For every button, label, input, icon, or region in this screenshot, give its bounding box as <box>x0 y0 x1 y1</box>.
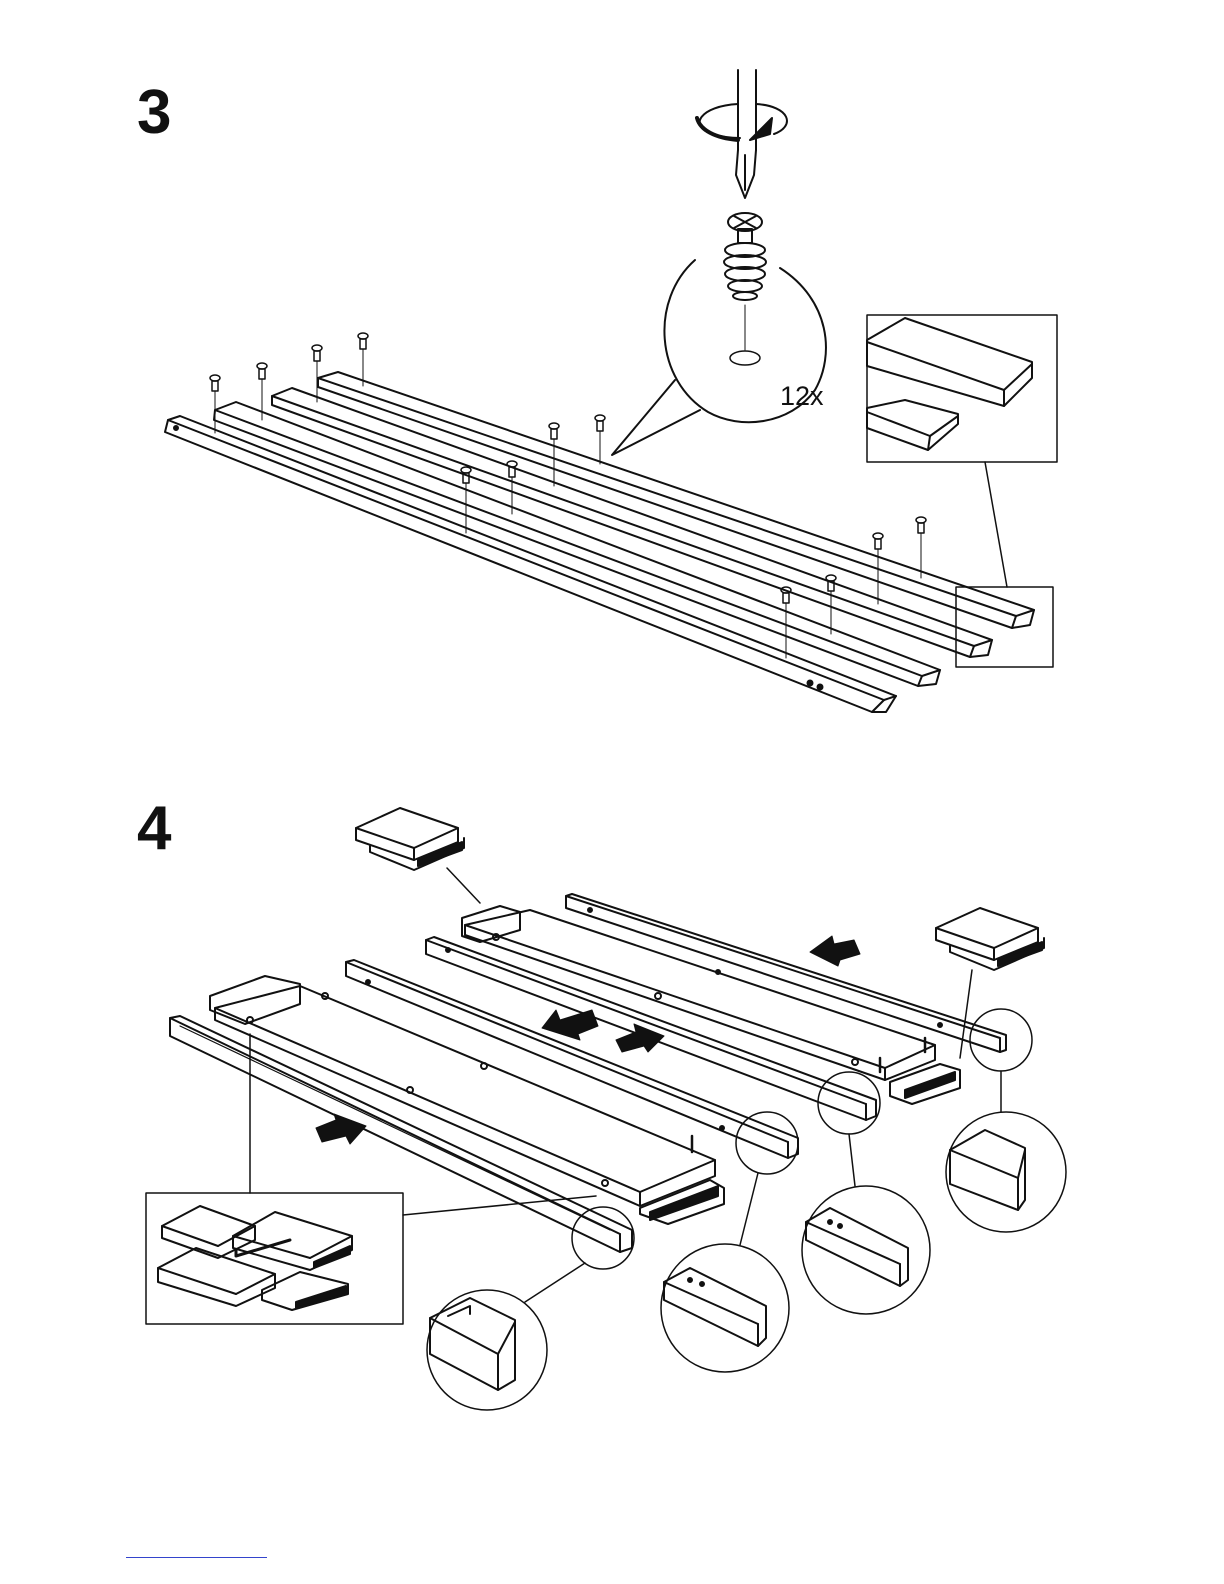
screwdriver-icon <box>736 70 756 198</box>
footer-rule <box>126 1557 267 1558</box>
step-3-illustration <box>165 70 1057 712</box>
rail-2 <box>214 402 940 686</box>
side-rail-far <box>566 894 1006 1052</box>
side-rail-near <box>170 1016 632 1252</box>
rotate-arrow-icon <box>697 104 787 140</box>
book-stack-top-left <box>356 808 480 903</box>
side-rail-mid-left <box>346 960 798 1158</box>
rail-end-magnifiers <box>525 1009 1032 1302</box>
cam-bolt-icon <box>724 213 766 365</box>
rail-end-detail-1 <box>946 1112 1066 1232</box>
rail-end-detail-4 <box>427 1290 547 1410</box>
spacer-layout-detail <box>146 1034 596 1324</box>
rail-end-detail-3 <box>661 1244 789 1372</box>
rail-profile-detail <box>867 315 1057 462</box>
callout-pointer <box>612 380 700 455</box>
rail-end-detail-2 <box>802 1186 930 1314</box>
panel-right <box>462 906 960 1104</box>
step-4-illustration <box>146 808 1066 1410</box>
side-rail-mid-right <box>426 937 876 1120</box>
